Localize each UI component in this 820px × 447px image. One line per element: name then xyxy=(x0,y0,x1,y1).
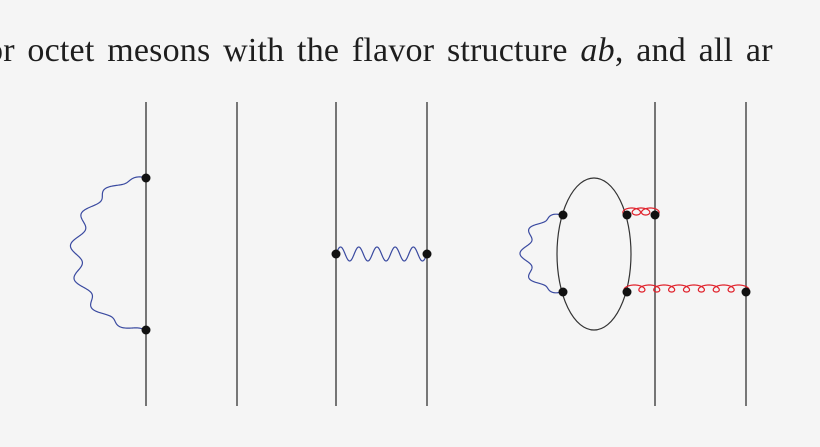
vertex-dot xyxy=(422,249,432,259)
meson-loop xyxy=(556,177,632,331)
vertex-dot xyxy=(741,287,751,297)
vertex-dot xyxy=(650,210,660,220)
caption-italic-flavor: ab xyxy=(580,32,615,69)
vertex-dot xyxy=(558,210,568,220)
gluon-propagator-short xyxy=(622,207,660,216)
vertex-dot xyxy=(141,173,151,183)
vertex-dot xyxy=(622,210,632,220)
caption-text-before: or octet mesons with the flavor structur… xyxy=(0,32,581,69)
caption-text-after: , and all ar xyxy=(614,32,773,69)
caption-text: or octet mesons with the flavor structur… xyxy=(0,28,773,74)
diagram-self-energy xyxy=(69,102,238,406)
vertex-dot xyxy=(331,249,341,259)
vertex-dot xyxy=(558,287,568,297)
photon-propagator xyxy=(519,213,562,294)
photon-propagator xyxy=(69,176,147,331)
caption-text-line: or octet mesons with the flavor structur… xyxy=(0,28,820,74)
gluon-propagator-long xyxy=(623,284,750,293)
diagram-photon-exchange xyxy=(331,102,432,406)
vertex-dot xyxy=(622,287,632,297)
photon-propagator xyxy=(335,246,428,262)
diagram-meson-loop xyxy=(519,102,751,406)
vertex-dot xyxy=(141,325,151,335)
